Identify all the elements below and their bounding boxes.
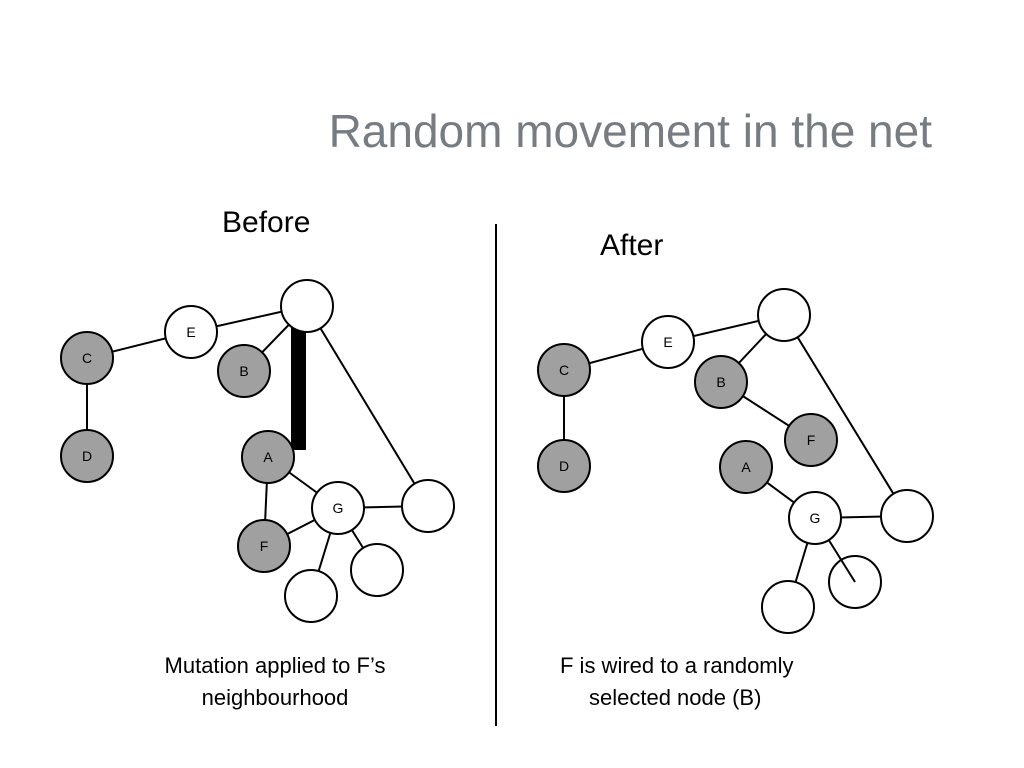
svg-text:E: E xyxy=(186,324,195,340)
svg-text:A: A xyxy=(741,459,751,475)
svg-text:G: G xyxy=(333,500,344,516)
after-node-right xyxy=(880,489,934,543)
mutation-marker xyxy=(291,328,306,450)
after-node-top xyxy=(757,288,811,342)
svg-text:F: F xyxy=(807,432,816,448)
svg-text:A: A xyxy=(263,449,273,465)
svg-text:G: G xyxy=(810,510,821,526)
before-nodes: E C B D A G F xyxy=(60,279,455,623)
before-caption-line2: neighbourhood xyxy=(201,685,349,710)
after-node-f: F xyxy=(784,413,838,467)
svg-text:D: D xyxy=(82,448,92,464)
slide-title: Random movement in the net xyxy=(328,105,932,157)
before-caption-line1: Mutation applied to F’s xyxy=(164,653,386,678)
svg-text:C: C xyxy=(559,362,569,378)
svg-text:C: C xyxy=(82,350,92,366)
after-nodes: E C B F D A G xyxy=(537,288,934,634)
after-node-bottom1 xyxy=(761,580,815,634)
before-node-f: F xyxy=(237,519,291,573)
after-label: After xyxy=(600,229,664,262)
svg-text:D: D xyxy=(559,458,569,474)
svg-text:F: F xyxy=(260,538,269,554)
edge-top-right xyxy=(306,305,429,507)
before-node-e: E xyxy=(164,305,218,359)
before-node-b: B xyxy=(217,344,271,398)
before-label: Before xyxy=(222,206,311,239)
after-node-e: E xyxy=(641,315,695,369)
after-node-d: D xyxy=(537,439,591,493)
before-caption: Mutation applied to F’s neighbourhood xyxy=(120,650,430,714)
after-caption: F is wired to a randomly selected node (… xyxy=(560,650,794,714)
before-node-top xyxy=(280,279,334,333)
after-node-g: G xyxy=(788,491,842,545)
before-node-bottom1 xyxy=(284,569,338,623)
after-node-a: A xyxy=(719,440,773,494)
before-node-d: D xyxy=(60,429,114,483)
svg-text:E: E xyxy=(663,334,672,350)
svg-text:B: B xyxy=(239,363,248,379)
after-edge-g-bottom2-overlay xyxy=(839,557,856,583)
before-node-c: C xyxy=(60,331,114,385)
after-node-b: B xyxy=(694,355,748,409)
before-node-g: G xyxy=(311,481,365,535)
after-node-c: C xyxy=(537,343,591,397)
after-caption-line1: F is wired to a randomly xyxy=(560,653,794,678)
svg-text:B: B xyxy=(716,374,725,390)
before-node-bottom2 xyxy=(350,543,404,597)
after-caption-line2: selected node (B) xyxy=(589,685,762,710)
edge-top-right xyxy=(783,314,908,517)
panel-divider xyxy=(495,224,497,726)
before-node-right xyxy=(401,479,455,533)
before-node-a: A xyxy=(241,430,295,484)
